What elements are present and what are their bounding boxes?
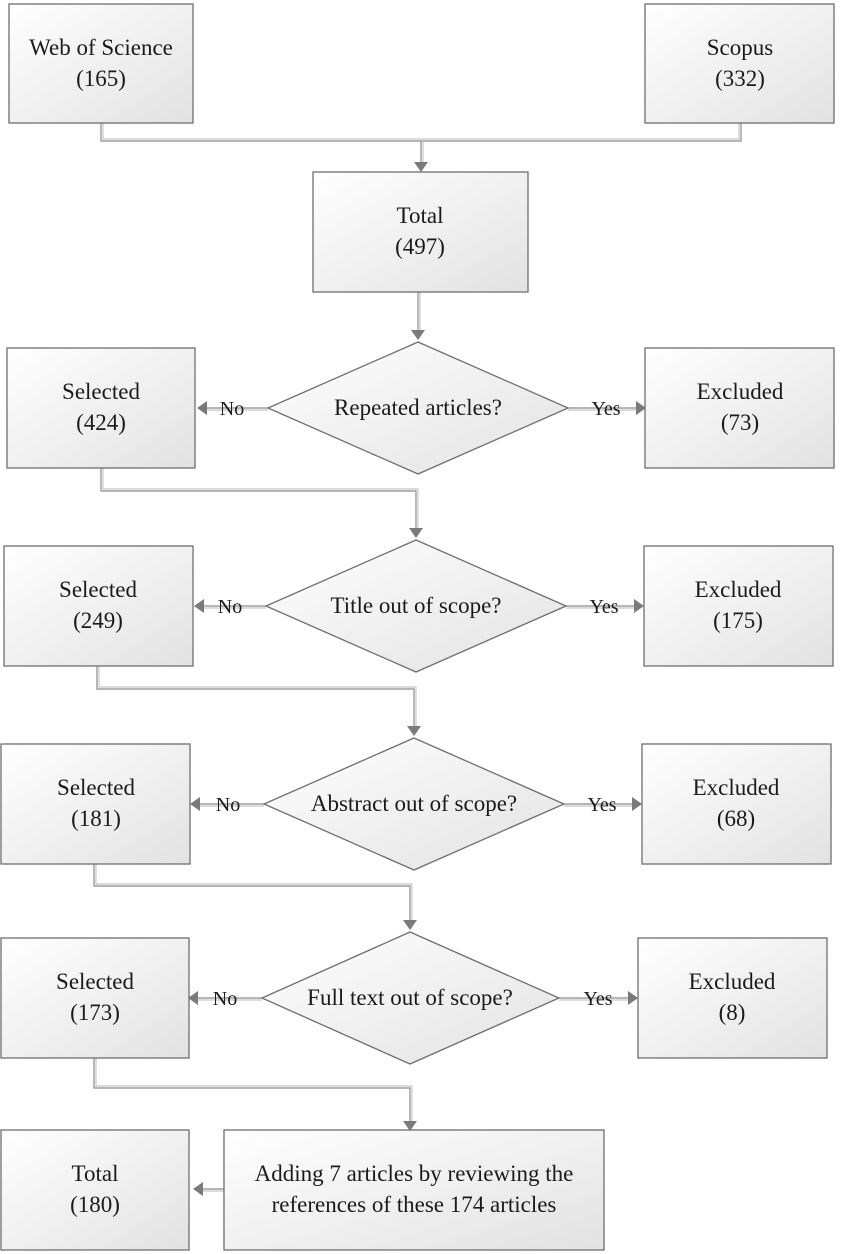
- excluded-count: (8): [719, 1000, 746, 1025]
- source-label: Web of Science: [29, 35, 173, 60]
- excluded-box: [641, 743, 832, 865]
- excluded-label: Excluded: [695, 577, 782, 602]
- no-label: No: [220, 398, 244, 420]
- step-abstract-out-of-scope: Selected (181) Abstract out of scope? No…: [0, 737, 832, 871]
- excluded-box: [643, 545, 834, 667]
- total-count: (180): [70, 1192, 120, 1217]
- decision-diamond: [260, 931, 561, 1065]
- selected-count: (173): [70, 1000, 120, 1025]
- adding-line-1: Adding 7 articles by reviewing the: [255, 1161, 574, 1186]
- selected-count: (249): [73, 608, 123, 633]
- source-scopus: Scopus (332): [644, 3, 835, 124]
- total-label: Total: [72, 1161, 119, 1186]
- excluded-count: (73): [721, 410, 759, 435]
- selected-count: (181): [71, 806, 121, 831]
- total-label: Total: [397, 203, 444, 228]
- excluded-box: [637, 937, 828, 1059]
- yes-label: Yes: [587, 794, 616, 816]
- decision-question: Full text out of scope?: [307, 985, 513, 1010]
- selected-box: [3, 545, 194, 667]
- yes-label: Yes: [591, 398, 620, 420]
- decision-diamond: [262, 737, 566, 871]
- total-final-box: Total (180): [0, 1129, 190, 1251]
- yes-label: Yes: [583, 988, 612, 1010]
- no-label: No: [213, 988, 237, 1010]
- no-label: No: [218, 596, 242, 618]
- decision-diamond: [264, 539, 568, 673]
- decision-question: Title out of scope?: [331, 593, 502, 618]
- total-count: (497): [395, 234, 445, 259]
- decision-question: Abstract out of scope?: [311, 791, 517, 816]
- excluded-label: Excluded: [697, 379, 784, 404]
- selected-label: Selected: [62, 379, 140, 404]
- step-title-out-of-scope: Selected (249) Title out of scope? No Ye…: [3, 539, 834, 673]
- selected-label: Selected: [57, 775, 135, 800]
- decision-question: Repeated articles?: [334, 395, 502, 420]
- total-initial-box: Total (497): [312, 171, 529, 293]
- selected-label: Selected: [56, 969, 134, 994]
- selected-box: [0, 743, 191, 865]
- selected-box: [6, 347, 196, 469]
- source-label: Scopus: [707, 35, 774, 60]
- excluded-label: Excluded: [693, 775, 780, 800]
- excluded-count: (68): [717, 806, 755, 831]
- adding-articles-box: Adding 7 articles by reviewing the refer…: [223, 1129, 605, 1251]
- selected-box: [0, 937, 190, 1059]
- selected-label: Selected: [59, 577, 137, 602]
- source-web-of-science: Web of Science (165): [8, 3, 194, 124]
- step-repeated-articles: Selected (424) Repeated articles? No Yes…: [6, 341, 835, 475]
- step-full-text-out-of-scope: Selected (173) Full text out of scope? N…: [0, 931, 828, 1065]
- decision-diamond: [266, 341, 570, 475]
- source-count: (165): [76, 66, 126, 91]
- excluded-box: [644, 347, 835, 469]
- source-count: (332): [715, 66, 765, 91]
- yes-label: Yes: [589, 596, 618, 618]
- no-label: No: [216, 794, 240, 816]
- connectors: [93, 123, 742, 1196]
- excluded-label: Excluded: [689, 969, 776, 994]
- adding-line-2: references of these 174 articles: [272, 1192, 557, 1217]
- selected-count: (424): [76, 410, 126, 435]
- excluded-count: (175): [713, 608, 763, 633]
